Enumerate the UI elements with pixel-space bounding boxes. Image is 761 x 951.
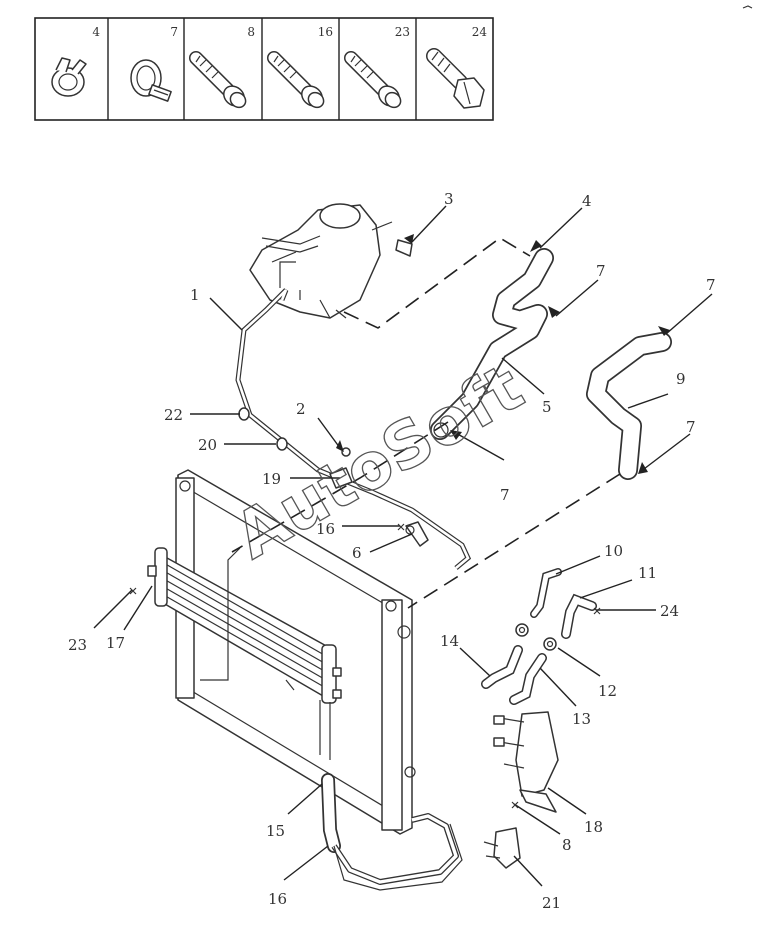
- mount-bracket-21: [483, 827, 521, 869]
- callout-12: 12: [598, 682, 617, 700]
- hose-15: [321, 773, 341, 853]
- callout-2: 2: [296, 400, 306, 418]
- legend-number: 23: [395, 25, 410, 39]
- callout-10: 10: [604, 542, 623, 560]
- callout-22: 22: [164, 406, 183, 424]
- watermark: AutoSoft: [223, 351, 536, 574]
- legend-number: 16: [318, 25, 333, 39]
- legend-number: 24: [472, 25, 488, 39]
- leader-lines: [93, 205, 713, 887]
- upper-radiator-hose: [430, 248, 554, 440]
- hose-clamp-band-icon: [130, 59, 172, 102]
- callout-7: 7: [686, 418, 696, 436]
- callout-24: 24: [660, 602, 679, 620]
- hose-14: [481, 645, 523, 689]
- legend-number: 8: [247, 25, 255, 39]
- flange-bolt-icon: [189, 51, 247, 109]
- callout-3: 3: [444, 190, 454, 208]
- clip-3: [395, 239, 413, 257]
- callouts: 1 2 3 4 5 6 7 7 7 7 8 9 10 11 12 13 14 1…: [68, 190, 716, 912]
- assembly-line: [407, 473, 621, 609]
- clip-19: [329, 467, 353, 489]
- mount-bracket-18: [493, 711, 559, 813]
- cross-marks: [129, 523, 601, 809]
- callout-19: 19: [262, 470, 281, 488]
- callout-7: 7: [706, 276, 716, 294]
- callout-21: 21: [542, 894, 561, 912]
- callout-5: 5: [542, 398, 552, 416]
- fitting-11: [561, 593, 597, 639]
- clamp-12a: [515, 623, 529, 637]
- callout-6: 6: [352, 544, 362, 562]
- legend-number: 7: [170, 25, 178, 39]
- oil-cooler: [147, 547, 342, 760]
- callout-1: 1: [190, 286, 200, 304]
- callout-7: 7: [596, 262, 606, 280]
- clip-22: [238, 407, 250, 421]
- fastener-legend: 4 7 8 16 23 24: [34, 17, 494, 121]
- assembly-line: [231, 421, 449, 553]
- callout-11: 11: [638, 564, 657, 582]
- bleed-valve-2: [341, 447, 351, 457]
- lower-radiator-hose: [586, 332, 672, 480]
- callout-20: 20: [198, 436, 217, 454]
- hex-bolt-icon: [426, 48, 485, 109]
- hose-clamp-spring-icon: [51, 57, 87, 97]
- fitting-10: [530, 568, 562, 618]
- callout-16: 16: [316, 520, 335, 538]
- flange-bolt-icon: [267, 51, 325, 109]
- callout-14: 14: [440, 632, 459, 650]
- legend-number: 4: [92, 25, 100, 39]
- flange-bolt-icon: [344, 51, 402, 109]
- corner-mark: [742, 5, 753, 9]
- arrowheads: [336, 234, 670, 474]
- clip-20: [276, 437, 288, 451]
- callout-13: 13: [572, 710, 591, 728]
- callout-7: 7: [500, 486, 510, 504]
- callout-23: 23: [68, 636, 87, 654]
- bracket-6: [405, 521, 429, 547]
- assembly-line: [343, 237, 531, 329]
- callout-15: 15: [266, 822, 285, 840]
- callout-18: 18: [584, 818, 603, 836]
- hose-13: [509, 653, 547, 705]
- callout-9: 9: [676, 370, 686, 388]
- callout-16: 16: [268, 890, 287, 908]
- callout-4: 4: [582, 192, 592, 210]
- pipe-16: [331, 813, 463, 891]
- clamp-12b: [543, 637, 557, 651]
- callout-8: 8: [562, 836, 572, 854]
- coolant-reservoir: [249, 203, 393, 319]
- callout-17: 17: [106, 634, 125, 652]
